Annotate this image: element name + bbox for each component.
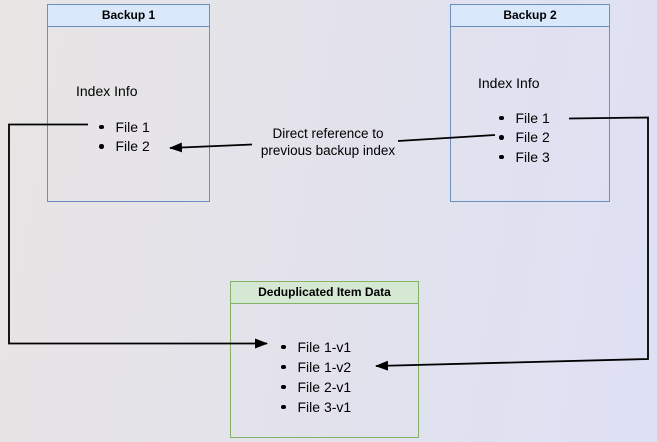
direct-reference-annotation: Direct reference to previous backup inde… xyxy=(250,125,406,159)
backup1-body: Index Info File 1 File 2 xyxy=(48,27,209,201)
dedup-box: Deduplicated Item Data File 1-v1 File 1-… xyxy=(230,281,419,438)
bullet-icon xyxy=(99,124,104,129)
bullet-icon xyxy=(499,135,504,140)
backup1-index-info-label: Index Info xyxy=(76,83,138,99)
backup2-file-list: File 1 File 2 File 3 xyxy=(499,108,550,167)
annotation-line1: Direct reference to xyxy=(272,126,384,141)
list-item-label: File 2 xyxy=(515,129,550,146)
list-item-label: File 2 xyxy=(115,138,150,155)
list-item: File 2-v1 xyxy=(281,377,351,397)
backup1-title: Backup 1 xyxy=(48,5,209,27)
bullet-icon xyxy=(99,144,104,149)
dedup-file-list: File 1-v1 File 1-v2 File 2-v1 File 3-v1 xyxy=(281,337,351,417)
list-item-label: File 3-v1 xyxy=(297,399,352,415)
backup1-file-list: File 1 File 2 xyxy=(99,117,150,156)
list-item: File 3 xyxy=(499,147,550,167)
backup1-box: Backup 1 Index Info File 1 File 2 xyxy=(47,4,210,202)
list-item-label: File 2-v1 xyxy=(297,379,352,395)
backup2-body: Index Info File 1 File 2 File 3 xyxy=(451,27,609,201)
list-item-label: File 1 xyxy=(515,109,550,126)
list-item-label: File 3 xyxy=(515,148,550,165)
backup2-box: Backup 2 Index Info File 1 File 2 File 3 xyxy=(450,4,610,202)
list-item: File 2 xyxy=(499,128,550,148)
list-item-label: File 1-v2 xyxy=(297,359,352,375)
backup2-title: Backup 2 xyxy=(451,5,609,27)
dedup-body: File 1-v1 File 1-v2 File 2-v1 File 3-v1 xyxy=(231,304,418,437)
list-item: File 1-v2 xyxy=(281,357,351,377)
bullet-icon xyxy=(499,115,504,120)
list-item-label: File 1-v1 xyxy=(297,339,352,355)
list-item: File 1 xyxy=(499,108,550,128)
backup2-index-info-label: Index Info xyxy=(478,75,540,91)
list-item: File 1 xyxy=(99,117,150,137)
bullet-icon xyxy=(281,344,286,350)
bullet-icon xyxy=(281,384,286,390)
bullet-icon xyxy=(281,364,286,370)
bullet-icon xyxy=(281,404,286,410)
dedup-title: Deduplicated Item Data xyxy=(231,282,418,304)
bullet-icon xyxy=(499,154,504,159)
list-item: File 2 xyxy=(99,137,150,157)
list-item: File 3-v1 xyxy=(281,397,351,417)
annotation-line2: previous backup index xyxy=(260,143,396,158)
list-item-label: File 1 xyxy=(115,118,150,135)
list-item: File 1-v1 xyxy=(281,337,351,357)
